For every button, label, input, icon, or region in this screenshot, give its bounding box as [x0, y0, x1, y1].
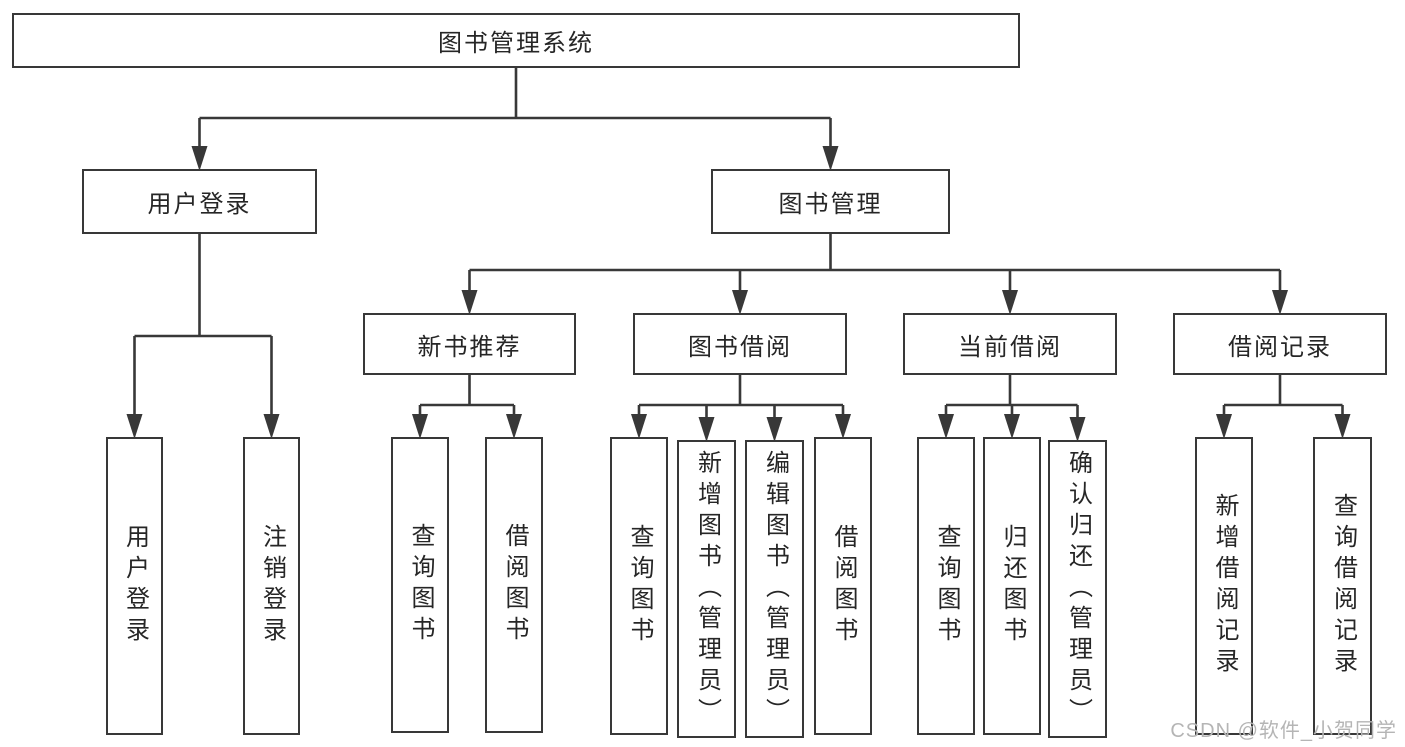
arrowhead-icon [1002, 290, 1018, 315]
arrowhead-icon [461, 290, 478, 315]
node-b2: 借阅图书 [485, 437, 543, 733]
watermark: CSDN @软件_小贺同学 [1170, 720, 1397, 742]
node-d1: 查询图书 [917, 437, 975, 735]
node-d3: 确认归还（管理员） [1048, 440, 1107, 738]
node-cur: 当前借阅 [903, 313, 1117, 375]
arrowhead-icon [938, 414, 954, 439]
node-c3: 编辑图书（管理员） [745, 440, 804, 738]
node-c2: 新增图书（管理员） [677, 440, 736, 738]
arrowhead-icon [1334, 414, 1351, 439]
arrowhead-icon [1004, 414, 1020, 439]
node-c4: 借阅图书 [814, 437, 872, 735]
node-bor: 图书借阅 [633, 313, 847, 375]
arrowhead-icon [766, 417, 783, 442]
arrowhead-icon [732, 290, 748, 315]
node-mgmt: 图书管理 [711, 169, 950, 234]
arrowhead-icon [835, 414, 851, 439]
node-e2: 查询借阅记录 [1313, 437, 1372, 735]
node-d2: 归还图书 [983, 437, 1041, 735]
node-a2: 注销登录 [243, 437, 300, 735]
arrowhead-icon [698, 417, 715, 442]
node-root: 图书管理系统 [12, 13, 1020, 68]
node-login: 用户登录 [82, 169, 317, 234]
node-a1: 用户登录 [106, 437, 163, 735]
arrowhead-icon [191, 146, 208, 171]
node-rec: 新书推荐 [363, 313, 576, 375]
node-b1: 查询图书 [391, 437, 449, 733]
arrowhead-icon [631, 414, 647, 439]
arrowhead-icon [1069, 417, 1086, 442]
arrowhead-icon [126, 414, 143, 439]
node-c1: 查询图书 [610, 437, 668, 735]
node-recs: 借阅记录 [1173, 313, 1387, 375]
arrowhead-icon [263, 414, 280, 439]
arrowhead-icon [506, 414, 522, 439]
arrowhead-icon [822, 146, 839, 171]
node-e1: 新增借阅记录 [1195, 437, 1253, 735]
arrowhead-icon [1272, 290, 1288, 315]
arrowhead-icon [1216, 414, 1232, 439]
arrowhead-icon [412, 414, 428, 439]
